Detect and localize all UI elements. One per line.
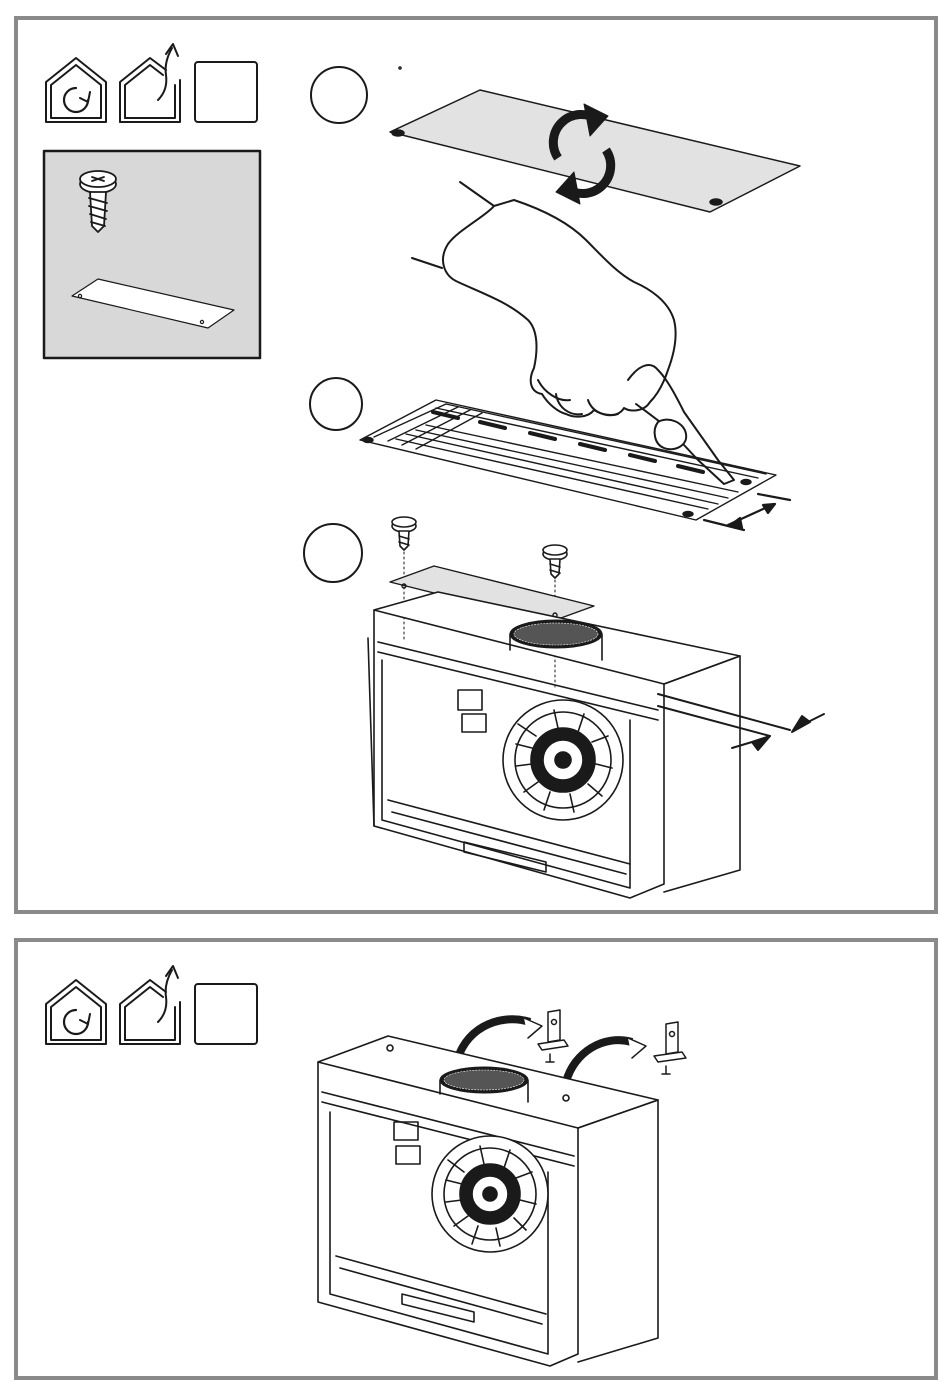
blank-mode-box (195, 62, 257, 122)
instruction-panel-bottom (14, 938, 938, 1380)
kit-contents-box (44, 151, 260, 358)
extraction-mode-icon (120, 966, 180, 1044)
step-circle-1 (311, 67, 367, 123)
panel-bottom-drawing (18, 942, 934, 1376)
recirculation-mode-icon (46, 58, 106, 122)
hood-unit-top (368, 592, 740, 898)
blank-mode-box (195, 984, 257, 1044)
panel-top-drawing (18, 20, 934, 910)
mounting-bracket-left (538, 1010, 568, 1062)
recirculation-mode-icon (46, 980, 106, 1044)
filter-sheet-cut (360, 400, 776, 520)
mounting-bracket-right (654, 1022, 686, 1074)
extraction-mode-icon (120, 44, 180, 122)
hood-unit-bottom (318, 1036, 658, 1366)
depth-arrows (658, 694, 824, 750)
instruction-panel-top (14, 16, 938, 914)
step-circle-2 (310, 378, 362, 430)
step-circle-3 (304, 524, 362, 582)
